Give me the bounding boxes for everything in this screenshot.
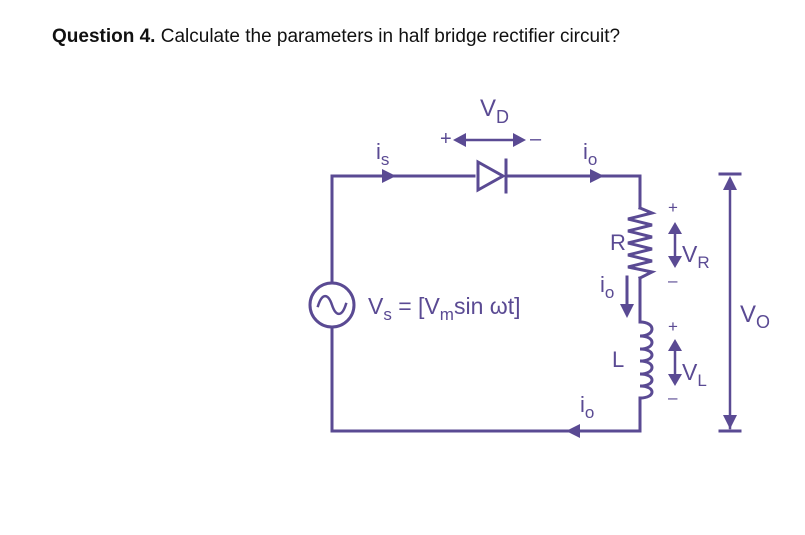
io-top-label: io [583,139,597,169]
is-arrow-icon [382,169,396,183]
diode-icon [476,159,507,193]
vr-plus: + [668,198,678,217]
resistor-icon [627,206,657,281]
vo-arrow-down-icon [723,415,737,429]
vl-minus: – [668,388,678,407]
vr-minus: – [668,271,678,290]
vo-label: VO [740,301,770,332]
io-bottom-label: io [580,392,594,422]
io-bottom-arrow-icon [566,424,580,438]
wire-top-left [330,174,476,285]
sine-wave-icon [316,294,348,316]
question-text: Question 4. Calculate the parameters in … [52,26,620,48]
vd-minus: – [530,128,542,150]
question-label: Question 4. [52,26,156,47]
vl-label: VL [682,359,707,390]
vr-arrow-up-icon [668,222,682,234]
io-mid-arrow-icon [620,304,634,318]
vd-arrow-left-icon [453,133,466,147]
question-body: Calculate the parameters in half bridge … [155,26,621,47]
wire-top-right [507,174,642,210]
vr-arrow-down-icon [668,256,682,268]
vl-plus: + [668,317,678,336]
vd-plus: + [440,128,452,150]
inductor-label: L [612,347,624,372]
vd-arrow-right-icon [513,133,526,147]
vl-arrow-down-icon [668,374,682,386]
ac-source-icon [308,281,356,329]
resistor-label: R [610,230,626,255]
inductor-icon [638,320,654,400]
vo-arrow-up-icon [723,176,737,190]
vr-label: VR [682,241,710,272]
io-mid-label: io [600,272,614,302]
source-equation-label: Vs = [Vmsin ωt] [368,293,521,324]
io-top-arrow-icon [590,169,604,183]
is-label: is [376,139,389,169]
vl-arrow-up-icon [668,339,682,351]
wire-left-lower [330,325,642,433]
vd-label: VD [480,95,509,127]
